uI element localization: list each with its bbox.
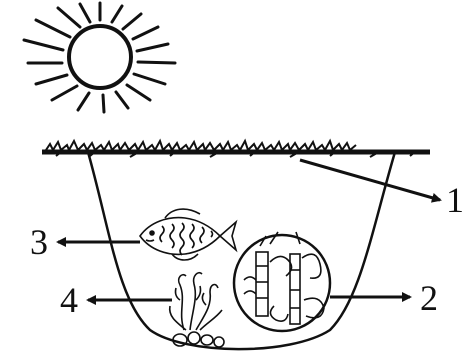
sun-icon [24,3,175,112]
label-4: 4 [60,280,78,320]
arrow-1 [300,160,440,200]
microorganisms-circle-icon [234,232,330,331]
aquatic-plant-icon [170,273,222,330]
label-2: 2 [420,278,438,318]
fish-icon [140,209,236,260]
label-3: 3 [30,222,48,262]
grass-icon [42,141,430,157]
pebbles-icon [173,332,224,347]
pond-outline [88,152,395,349]
label-1: 1 [446,180,464,220]
arrows [58,160,440,300]
